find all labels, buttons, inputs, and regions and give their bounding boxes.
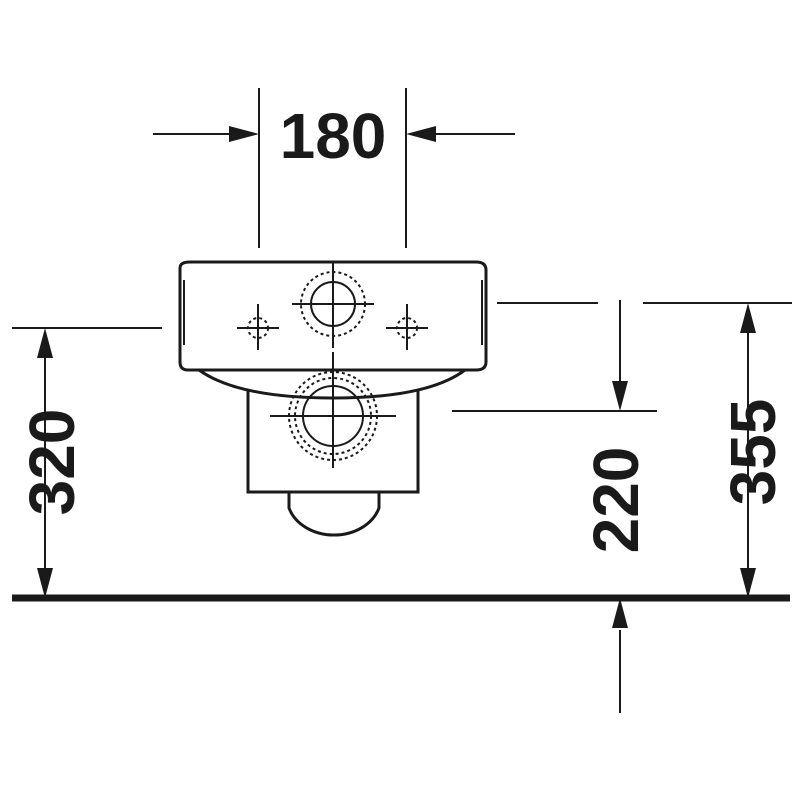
dimension-height-left: 320 xyxy=(12,327,162,598)
dimension-label-height-left: 320 xyxy=(16,409,88,516)
arrow-down-icon xyxy=(37,568,53,598)
arrow-left-icon xyxy=(406,126,436,142)
arrow-down-icon xyxy=(740,568,756,598)
fixing-hole-right xyxy=(386,304,428,350)
dimension-label-width: 180 xyxy=(280,100,387,172)
dimension-label-height-drain: 220 xyxy=(580,447,652,554)
fixing-hole-left xyxy=(237,304,279,350)
arrow-right-icon xyxy=(229,126,259,142)
waste-outlet xyxy=(270,352,396,468)
arrow-down-icon xyxy=(612,381,628,411)
dimension-height-right: 355 xyxy=(643,302,792,598)
arrow-up-icon xyxy=(612,598,628,628)
tap-hole xyxy=(292,262,374,348)
siphon-trap xyxy=(287,492,381,537)
arrow-up-icon xyxy=(740,303,756,333)
arrow-up-icon xyxy=(37,328,53,358)
dimension-width: 180 xyxy=(153,88,515,248)
dimension-label-height-right: 355 xyxy=(717,399,789,506)
dimension-height-drain: 220 xyxy=(452,300,657,713)
